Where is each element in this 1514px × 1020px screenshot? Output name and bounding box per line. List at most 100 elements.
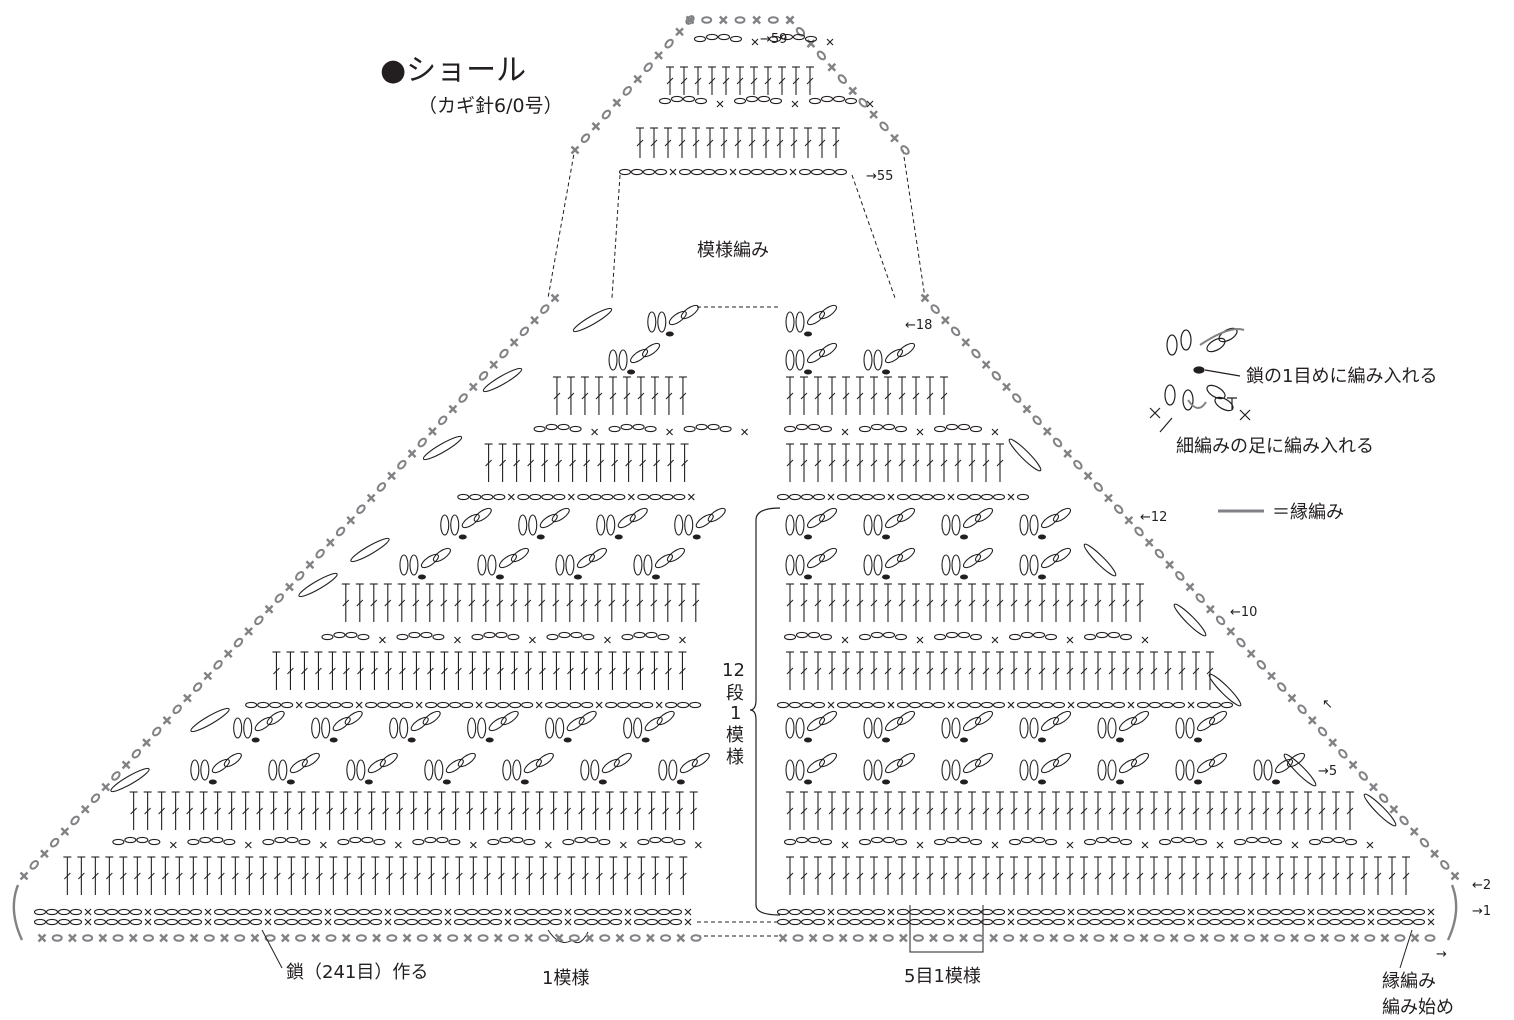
chain-stitch [908,493,922,501]
slip-stitch [882,369,890,375]
dc-bar [553,872,561,880]
sc-stitch [1066,841,1074,849]
slip-stitch [1038,534,1046,540]
edging-sc [1019,933,1029,943]
sc-stitch [1187,701,1195,709]
dc-bar [287,667,294,675]
dc-bar [634,807,641,815]
dc-bar [842,459,850,467]
dc-bar [1136,599,1144,607]
edging-chain [1440,860,1450,870]
dc-bar [438,807,445,815]
puff-stitch [356,759,366,781]
puff-stitch [629,507,648,523]
sc-stitch [324,918,332,926]
slip-stitch [1116,737,1124,743]
edging-chain [1134,526,1144,537]
dc-bar [119,872,127,880]
sc-stitch [827,493,835,501]
puff-stitch [608,349,618,371]
dc-bar [522,807,529,815]
sc-stitch [1427,908,1435,916]
dc-bar [1332,872,1340,880]
arch-chain [957,631,971,639]
dc-bar [273,667,280,675]
dc-bar [454,599,462,607]
arch-chain [361,836,374,844]
chain-stitch [1136,701,1150,709]
chain-stitch [537,918,551,926]
edging-sc [989,933,998,943]
edging-sc [1348,760,1358,770]
dc-bar [371,872,379,880]
edging-chain [1032,415,1042,426]
arch-chain [1170,836,1184,844]
dc-bar [623,392,631,400]
arch-chain [933,838,947,846]
dc-bar [1052,872,1060,880]
chain-stitch [860,918,874,926]
edging-chain [447,934,459,942]
chain-stitch [1016,908,1030,916]
dc-bar [326,807,333,815]
dc-bar [828,599,836,607]
dc-bar [706,139,714,147]
sc-stitch [741,428,748,436]
sc-stitch [1067,701,1075,709]
chain-stitch [1160,908,1174,916]
arch-chain [832,95,846,103]
edging-chain [822,934,834,942]
dc-bar [665,872,673,880]
sc-stitch [1067,918,1075,926]
chain-stitch [800,701,814,709]
chain-stitch [1100,918,1114,926]
dc-bar [1178,807,1186,815]
dc-bar [870,599,878,607]
dc-bar [525,667,532,675]
dc-bar [340,807,347,815]
dc-bar [664,139,672,147]
edging-chain [1399,815,1409,826]
dc-bar [912,872,920,880]
chain-stitch [93,908,107,916]
dc-bar [898,392,906,400]
chain-stitch [377,701,390,709]
edging-sc [1139,933,1149,943]
arch-chain [274,836,287,844]
chain-stitch [537,908,551,916]
arch-chain [357,633,370,641]
dc-bar [786,599,794,607]
edging-chain [172,704,182,715]
puff-stitch [1052,547,1072,563]
one-pattern-bracket [547,929,589,944]
chain-stitch [1112,701,1126,709]
arch-chain [424,836,437,844]
edging-sc [530,315,539,325]
dc-bar [692,139,700,147]
edging-chain [1093,934,1105,942]
sc-stitch [716,100,724,108]
sc-stitch [264,908,272,916]
edging-sc [121,760,131,770]
chain-stitch [225,918,239,926]
chain-stitch [1220,701,1234,709]
arch-chain [637,838,650,846]
sc-stitch [751,38,759,46]
puff-stitch [1263,759,1273,781]
arch-chain [795,423,809,431]
chain-stitch [105,908,119,916]
edging-chain [1274,934,1286,942]
sc-stitch [564,918,572,926]
edging-sc [591,122,601,131]
dc-bar [1108,872,1116,880]
edging-chain [192,682,203,692]
chain-stitch [1232,908,1246,916]
slip-stitch [960,534,968,540]
puff-stitch [450,514,460,536]
chain-stitch [189,918,203,926]
dc-bar [555,459,562,467]
arch-chain [933,633,947,641]
edging-chain [1236,637,1246,648]
arch-chain [807,631,821,639]
arch-chain [645,631,658,639]
